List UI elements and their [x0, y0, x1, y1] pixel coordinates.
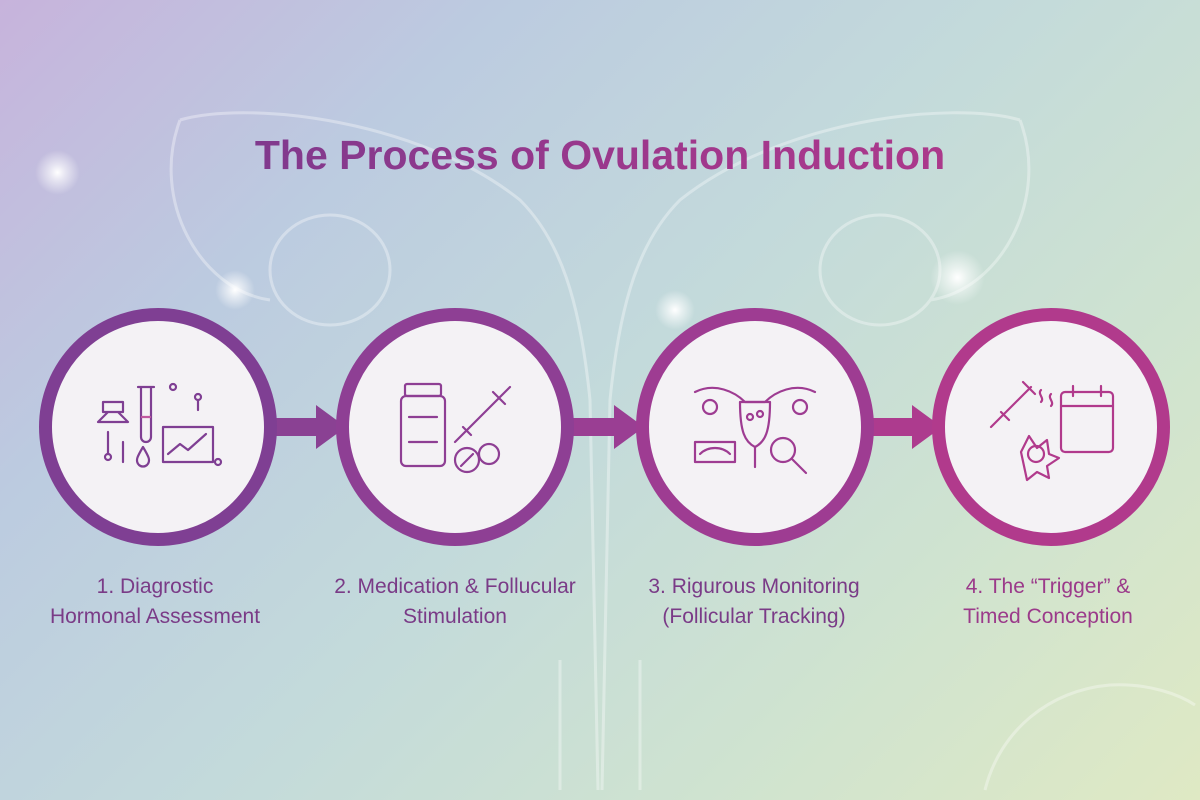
arrow-right-icon — [270, 405, 346, 449]
step-2-label: 2. Medication & Follucular Stimulation — [305, 572, 605, 632]
step-3-circle — [636, 308, 874, 546]
arrow-right-icon — [568, 405, 644, 449]
ultrasound-icon — [693, 386, 817, 475]
step-1-label-line1: 1. Diagrostic — [96, 575, 214, 598]
step-1-label-line2: Hormonal Assessment — [49, 605, 261, 628]
calendar-heart-icon — [989, 380, 1115, 482]
step-2-label-line1: 2. Medication & Follucular — [334, 575, 576, 598]
arrow-right-icon — [866, 405, 942, 449]
step-3-label-line1: 3. Rigurous Monitoring — [648, 575, 860, 598]
step-2-label-line2: Stimulation — [403, 605, 507, 628]
step-3-label-line2: (Follicular Tracking) — [662, 605, 846, 628]
sparkle — [215, 270, 255, 310]
medication-icon — [399, 382, 512, 474]
sparkle — [930, 250, 985, 305]
step-3-label: 3. Rigurous Monitoring (Follicular Track… — [604, 572, 904, 632]
sparkle — [655, 290, 695, 330]
step-4-label: 4. The “Trigger” & Timed Conception — [898, 572, 1198, 632]
step-4-label-line2: Timed Conception — [963, 605, 1133, 628]
lab-test-icon — [96, 382, 223, 468]
step-1-label: 1. Diagrostic Hormonal Assessment — [5, 572, 305, 632]
page-title: The Process of Ovulation Induction — [0, 132, 1200, 179]
step-4-label-line1: 4. The “Trigger” & — [965, 575, 1131, 598]
sparkle — [35, 150, 80, 195]
step-4-circle — [932, 308, 1170, 546]
step-1-circle — [39, 308, 277, 546]
step-2-circle — [336, 308, 574, 546]
